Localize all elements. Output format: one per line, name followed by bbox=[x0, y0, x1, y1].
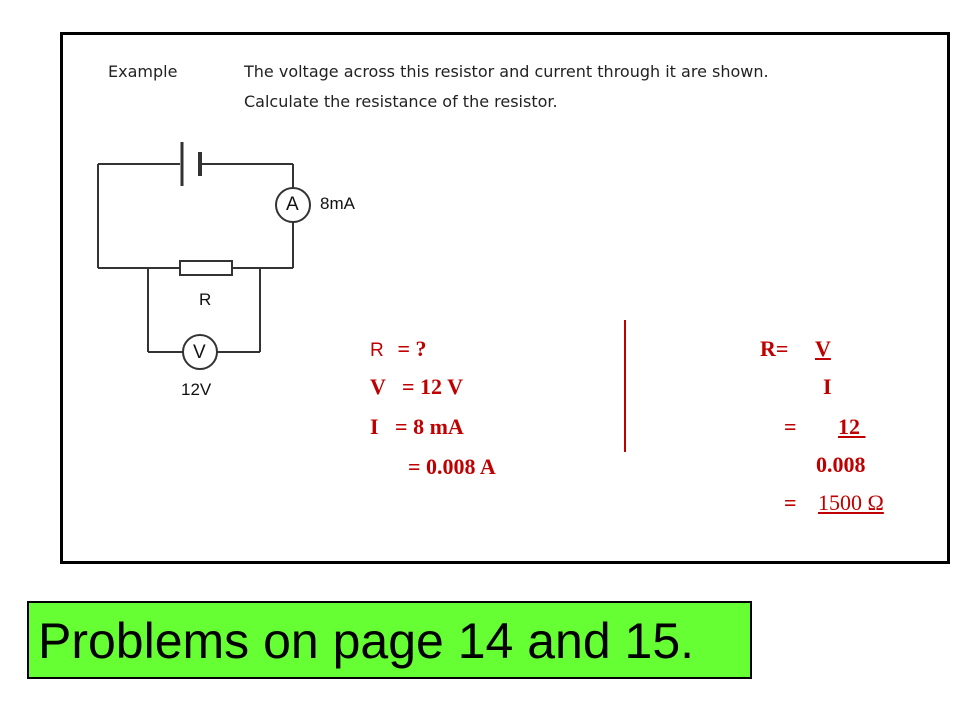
voltmeter-letter: V bbox=[193, 342, 206, 363]
homework-banner bbox=[27, 601, 752, 679]
given-current-converted: = 0.008 A bbox=[408, 454, 496, 479]
ammeter-reading: 8mA bbox=[320, 194, 355, 213]
formula-numerator: V bbox=[815, 336, 831, 361]
problem-line-1: The voltage across this resistor and cur… bbox=[244, 62, 769, 81]
substitution-equals: = bbox=[784, 414, 808, 439]
ammeter-letter: A bbox=[286, 194, 299, 215]
homework-text: Problems on page 14 and 15. bbox=[38, 613, 695, 669]
formula-lhs: R= bbox=[760, 336, 794, 361]
example-label: Example bbox=[108, 62, 178, 81]
circuit-diagram bbox=[97, 142, 311, 370]
given-current: I = 8 mA bbox=[370, 414, 464, 439]
formula-denominator: I bbox=[823, 374, 832, 399]
result-value: 1500 Ω bbox=[818, 490, 884, 515]
given-r-symbol: R bbox=[370, 340, 384, 361]
example-frame bbox=[60, 32, 950, 564]
voltmeter-reading: 12V bbox=[181, 380, 212, 399]
given-voltage: V = 12 V bbox=[370, 374, 464, 399]
resistor-label: R bbox=[199, 290, 212, 309]
problem-line-2: Calculate the resistance of the resistor… bbox=[244, 92, 558, 111]
resistor-symbol bbox=[179, 260, 233, 276]
substitution-denominator: 0.008 bbox=[816, 452, 866, 477]
substitution-numerator: 12 bbox=[838, 414, 866, 439]
divider-line bbox=[624, 320, 626, 452]
result-equals: = bbox=[784, 490, 803, 515]
given-r-value: = ? bbox=[392, 336, 427, 361]
